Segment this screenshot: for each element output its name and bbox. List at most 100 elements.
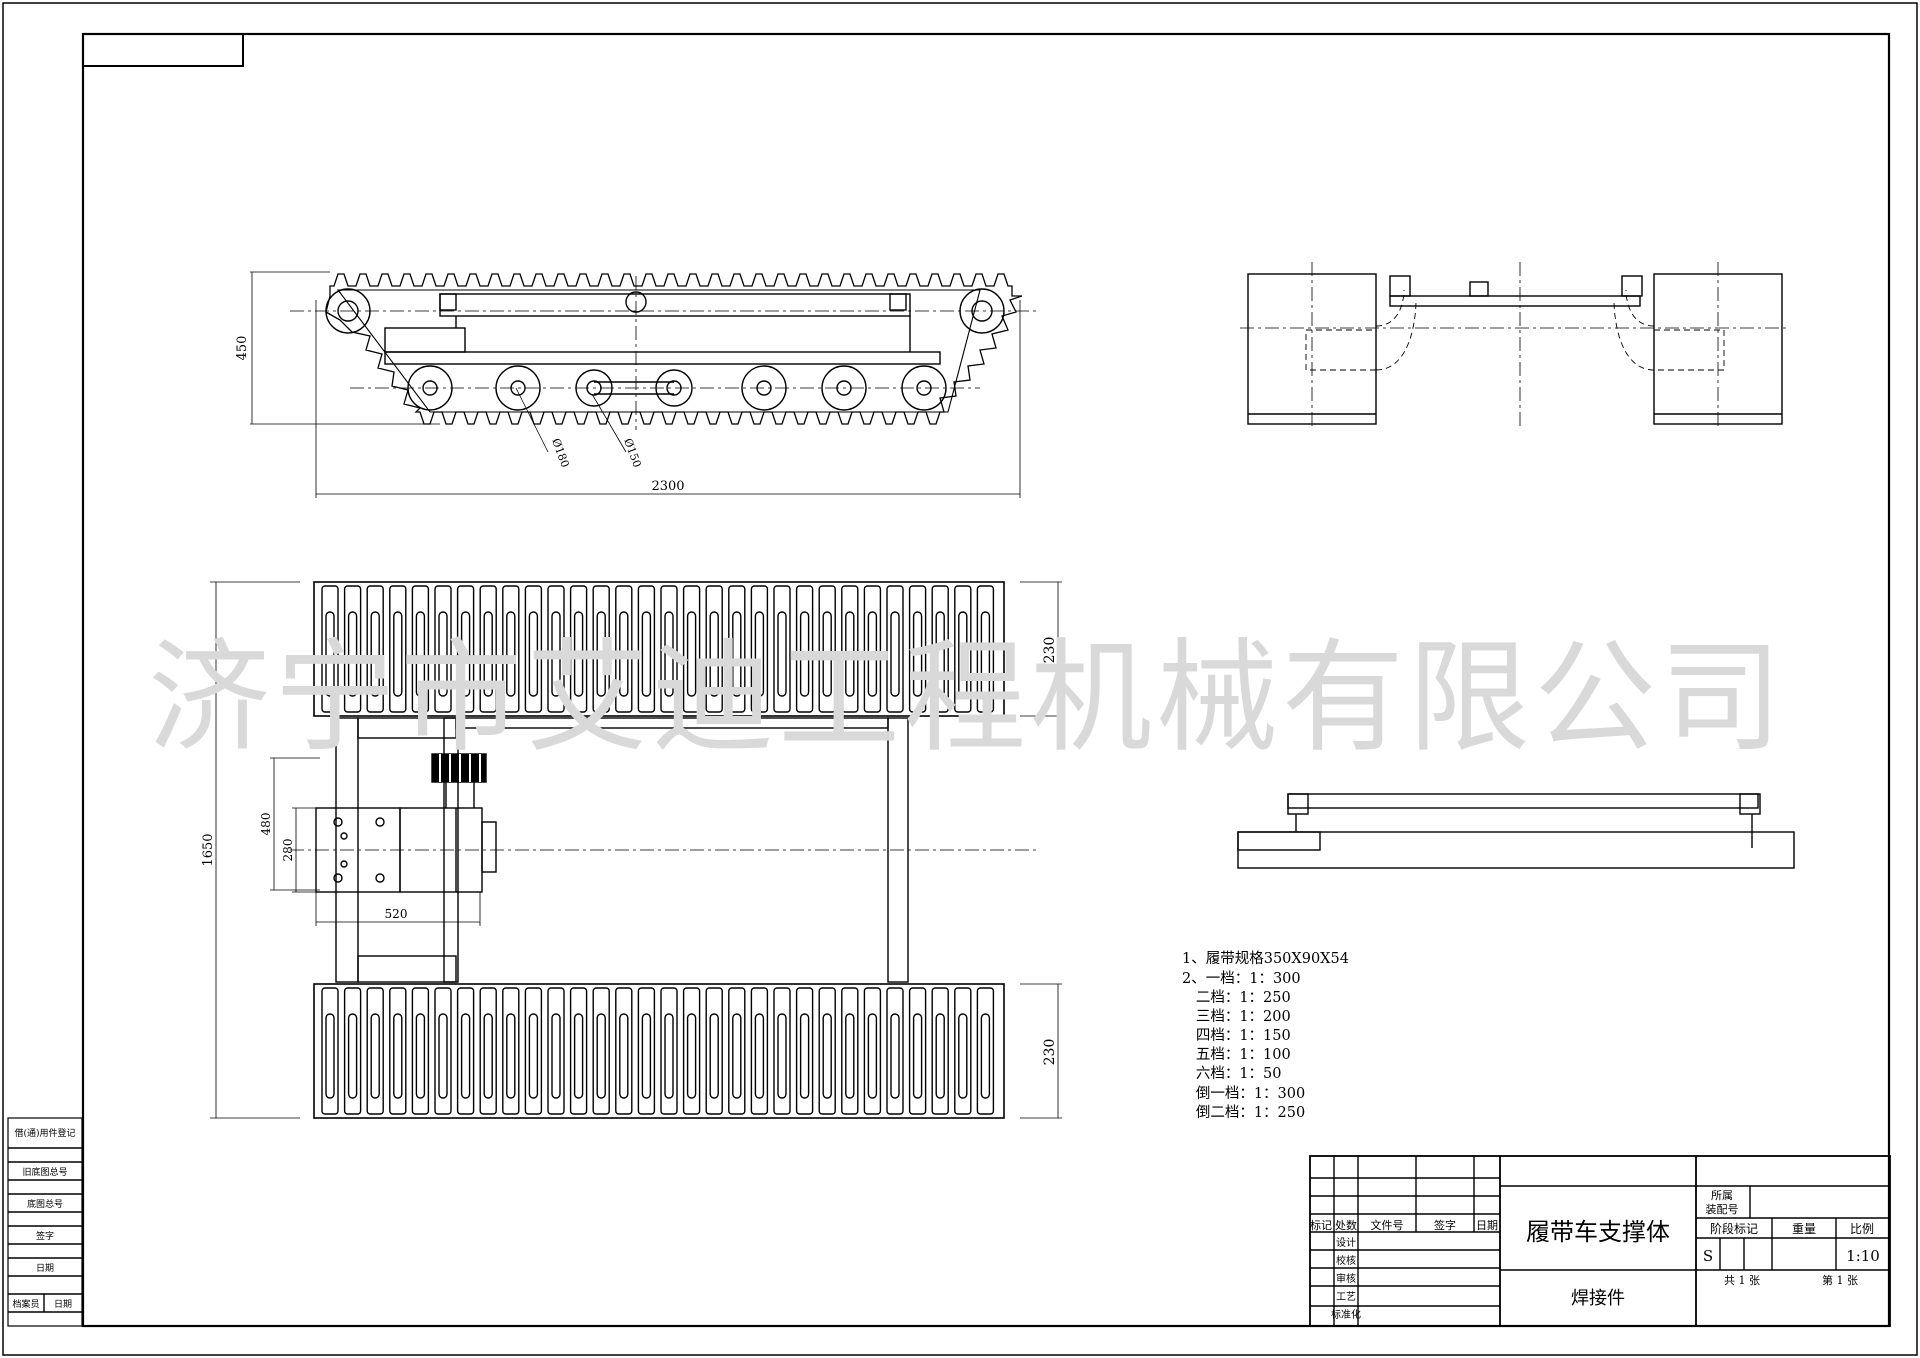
track-shoe-slot bbox=[912, 611, 923, 697]
frame-mount-left bbox=[439, 293, 457, 311]
track-shoe-slot bbox=[912, 1013, 923, 1099]
track-shoe-slot bbox=[619, 611, 629, 697]
track-shoe bbox=[411, 585, 430, 713]
side-panel-row5: 日期 bbox=[36, 1263, 54, 1274]
track-shoe bbox=[434, 987, 452, 1115]
tb-role-2: 审核 bbox=[1336, 1272, 1356, 1285]
side-panel-row2: 旧底图总号 bbox=[22, 1166, 67, 1178]
track-shoe-slot bbox=[732, 1013, 742, 1099]
track-shoe-slot bbox=[347, 1013, 358, 1099]
tb-assembly-2: 装配号 bbox=[1706, 1203, 1739, 1216]
material-label: 焊接件 bbox=[1571, 1288, 1625, 1309]
track-shoe bbox=[321, 585, 339, 713]
track-shoe-slot bbox=[393, 611, 403, 697]
track-shoe-slot bbox=[438, 611, 448, 697]
track-shoe-slot bbox=[596, 1013, 606, 1099]
track-shoe bbox=[456, 987, 475, 1115]
track-shoe-slot bbox=[393, 1013, 403, 1099]
track-shoe bbox=[773, 585, 791, 713]
track-shoe bbox=[931, 585, 949, 713]
track-shoe bbox=[615, 585, 633, 713]
track-shoe-slot bbox=[980, 611, 991, 697]
track-shoe bbox=[705, 987, 723, 1115]
track-shoe-slot bbox=[845, 611, 855, 697]
dim-box-b: 280 bbox=[281, 839, 295, 862]
track-inner-band bbox=[336, 289, 981, 413]
track-shoe-slot bbox=[958, 611, 968, 697]
track-body bbox=[313, 983, 1005, 1119]
dim-box-a: 480 bbox=[259, 813, 273, 836]
drawing-title: 履带车支撑体 bbox=[1526, 1218, 1670, 1246]
track-shoe-slot bbox=[935, 1013, 945, 1099]
frame-block bbox=[384, 327, 466, 353]
dim-length: 2300 bbox=[651, 479, 684, 494]
track-outline bbox=[325, 273, 1023, 425]
frame-lower-rail bbox=[384, 351, 941, 365]
frame-side-view bbox=[1237, 793, 1795, 869]
track-shoe bbox=[682, 987, 701, 1115]
track-shoe bbox=[321, 987, 339, 1115]
track-shoe bbox=[389, 585, 407, 713]
track-shoe-slot bbox=[867, 611, 878, 697]
track-shoe-slot bbox=[347, 611, 358, 697]
frame-mount-right bbox=[889, 293, 907, 311]
dim-overall-width: 1650 bbox=[201, 833, 216, 866]
tb-sheet-total: 共 1 张 bbox=[1724, 1274, 1760, 1287]
track-shoe bbox=[366, 987, 384, 1115]
front-view bbox=[1240, 262, 1790, 430]
track-shoe bbox=[524, 987, 543, 1115]
note-line-0: 1、履带规格350X90X54 bbox=[1182, 951, 1349, 967]
track-shoe-slot bbox=[573, 1013, 584, 1099]
track-shoe bbox=[592, 987, 610, 1115]
tb-header-4: 日期 bbox=[1476, 1219, 1498, 1232]
track-shoe-slot bbox=[415, 611, 426, 697]
track-shoe-slot bbox=[370, 611, 380, 697]
tb-stage-value: S bbox=[1703, 1247, 1713, 1265]
track-top bbox=[313, 581, 1005, 717]
track-shoe-slot bbox=[573, 611, 584, 697]
track-shoe bbox=[343, 987, 362, 1115]
track-shoe bbox=[502, 585, 520, 713]
track-shoe bbox=[660, 585, 678, 713]
track-shoe bbox=[343, 585, 362, 713]
road-wheel bbox=[821, 365, 867, 411]
track-shoe bbox=[818, 987, 836, 1115]
track-shoe-slot bbox=[799, 1013, 810, 1099]
track-shoe bbox=[434, 585, 452, 713]
corner-box bbox=[82, 33, 244, 67]
track-shoe-slot bbox=[483, 611, 493, 697]
track-shoe bbox=[592, 585, 610, 713]
track-shoe-slot bbox=[709, 611, 719, 697]
tb-role-1: 校核 bbox=[1336, 1254, 1356, 1267]
track-shoe-slot bbox=[935, 611, 945, 697]
tb-scale-value: 1:10 bbox=[1846, 1247, 1880, 1265]
track-shoe-slot bbox=[325, 1013, 335, 1099]
track-shoe bbox=[795, 585, 814, 713]
track-shoe bbox=[479, 585, 497, 713]
track-shoe bbox=[569, 585, 588, 713]
tb-sheet-no: 第 1 张 bbox=[1822, 1273, 1858, 1287]
track-shoe-slot bbox=[483, 1013, 493, 1099]
watermark: 济宁市艾迪工程机械有限公司 bbox=[148, 627, 1786, 769]
track-shoe bbox=[976, 987, 995, 1115]
dim-wheel-dia-1: Ø180 bbox=[549, 437, 571, 470]
track-shoe bbox=[411, 987, 430, 1115]
track-shoe bbox=[660, 987, 678, 1115]
track-shoe bbox=[682, 585, 701, 713]
track-shoe-slot bbox=[890, 611, 900, 697]
track-shoe bbox=[456, 585, 475, 713]
track-shoe-slot bbox=[551, 611, 561, 697]
track-shoe bbox=[841, 585, 859, 713]
track-shoe-slot bbox=[551, 1013, 561, 1099]
front-crossbar bbox=[1389, 295, 1641, 307]
track-shoe bbox=[705, 585, 723, 713]
note-line-4: 四档：1：150 bbox=[1182, 1028, 1291, 1044]
track-shoe-slot bbox=[867, 1013, 878, 1099]
track-shoe bbox=[886, 585, 904, 713]
dim-track-width-2: 230 bbox=[1042, 1039, 1058, 1066]
track-shoe-slot bbox=[506, 1013, 516, 1099]
track-shoe-slot bbox=[596, 611, 606, 697]
track-shoe bbox=[908, 585, 927, 713]
